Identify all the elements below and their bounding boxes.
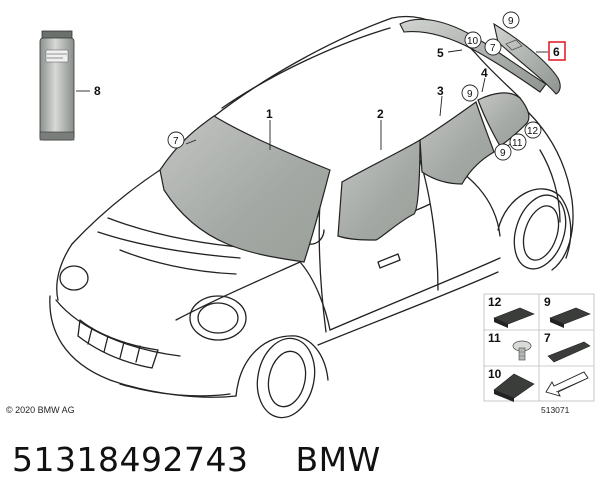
diagram-id: 513071 [541, 405, 570, 415]
brand-name: BMW [295, 440, 381, 479]
arrow-pointer-icon [545, 371, 589, 397]
strip-7-icon [547, 341, 591, 363]
callout-2: 2 [377, 107, 384, 121]
part-footer: 51318492743 BMW [12, 440, 381, 479]
callout-1: 1 [266, 107, 273, 121]
parts-legend: 12 9 11 7 10 [483, 293, 595, 402]
legend-label-10: 10 [488, 367, 502, 381]
front-side-window [337, 138, 421, 241]
pad-12-icon [493, 307, 535, 325]
callout-11: 11 [512, 138, 523, 149]
legend-label-12: 12 [488, 295, 502, 309]
callout-5: 5 [437, 46, 444, 60]
rear-side-window [419, 101, 495, 185]
legend-label-9: 9 [544, 295, 551, 309]
circled-callouts [167, 11, 542, 161]
spoiler-clip [505, 39, 523, 51]
rear-roof-glass [399, 18, 547, 93]
legend-label-7: 7 [544, 331, 551, 345]
part-number: 51318492743 [12, 440, 249, 479]
callout-7-windscreen: 7 [173, 136, 179, 147]
callout-6: 6 [553, 45, 560, 59]
callout-12: 12 [527, 126, 539, 137]
callout-9-low: 9 [500, 148, 506, 159]
callout-8: 8 [94, 84, 101, 98]
callout-9-mid: 9 [467, 89, 473, 100]
adhesive-tube [39, 30, 75, 141]
clip-11-icon [512, 340, 532, 361]
callout-4: 4 [481, 66, 488, 80]
callout-6-highlight [548, 41, 566, 61]
rear-spoiler [493, 22, 561, 95]
callout-7-rear: 7 [490, 43, 496, 54]
callout-3: 3 [437, 84, 444, 98]
legend-label-11: 11 [488, 331, 501, 345]
callout-10: 10 [467, 36, 479, 47]
copyright-notice: © 2020 BMW AG [6, 405, 75, 415]
quarter-window [477, 92, 530, 147]
callout-9-top: 9 [508, 16, 514, 27]
windscreen-glass [159, 115, 331, 263]
